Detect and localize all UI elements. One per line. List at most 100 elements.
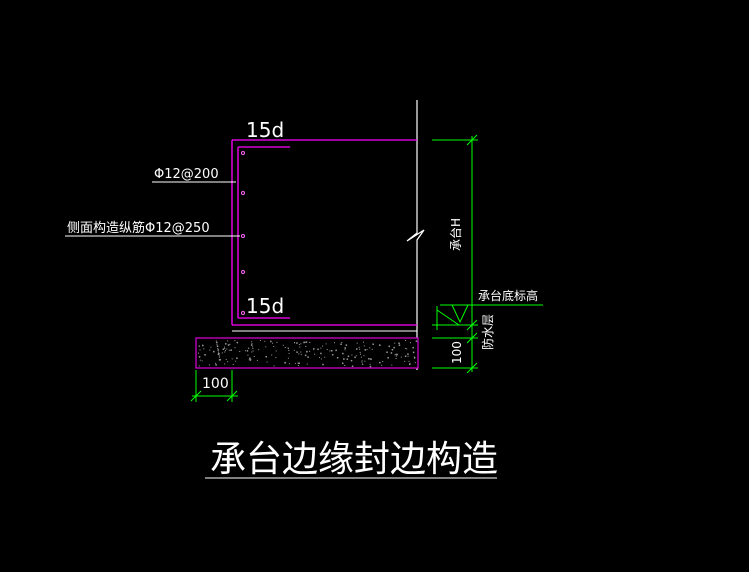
pad-speckle-dot bbox=[218, 356, 220, 358]
pad-speckle-dot bbox=[309, 342, 311, 343]
pad-speckle-dot bbox=[224, 363, 226, 365]
pad-speckle-dot bbox=[209, 349, 211, 351]
pad-speckle-dot bbox=[282, 344, 284, 346]
pad-speckle-dot bbox=[232, 363, 234, 365]
bedding-pad-speckle bbox=[198, 340, 418, 368]
pad-speckle-dot bbox=[210, 346, 212, 348]
pad-speckle-dot bbox=[287, 357, 289, 359]
pad-speckle-dot bbox=[259, 340, 261, 341]
pad-speckle-dot bbox=[393, 346, 395, 349]
pad-speckle-dot bbox=[387, 357, 389, 359]
pad-speckle-dot bbox=[236, 357, 238, 359]
pad-speckle-dot bbox=[275, 357, 277, 359]
pad-speckle-dot bbox=[395, 353, 397, 355]
pad-speckle-dot bbox=[347, 355, 350, 357]
rebar-dots bbox=[241, 151, 245, 315]
pad-speckle-dot bbox=[415, 340, 418, 342]
pad-speckle-dot bbox=[358, 346, 360, 348]
pad-speckle-dot bbox=[199, 359, 201, 361]
pad-speckle-dot bbox=[265, 356, 267, 358]
pad-speckle-dot bbox=[413, 356, 415, 358]
pad-speckle-dot bbox=[306, 351, 308, 353]
pad-speckle-dot bbox=[247, 347, 249, 349]
pad-speckle-dot bbox=[407, 353, 409, 355]
drawing-title: 承台边缘封边构造 bbox=[210, 439, 498, 480]
pad-speckle-dot bbox=[346, 358, 349, 360]
pad-speckle-dot bbox=[288, 350, 290, 351]
pad-speckle-dot bbox=[344, 347, 346, 349]
pad-speckle-dot bbox=[288, 352, 290, 354]
pad-speckle-dot bbox=[304, 354, 307, 357]
pad-speckle-dot bbox=[251, 351, 253, 353]
pad-speckle-dot bbox=[322, 345, 324, 347]
pad-speckle-dot bbox=[404, 355, 407, 357]
pad-speckle-dot bbox=[394, 342, 396, 344]
pad-speckle-dot bbox=[360, 356, 362, 358]
pad-speckle-dot bbox=[224, 348, 226, 350]
pad-speckle-dot bbox=[305, 341, 308, 343]
pad-speckle-dot bbox=[414, 362, 416, 364]
pad-speckle-dot bbox=[345, 344, 348, 346]
pad-speckle-dot bbox=[199, 349, 201, 351]
pad-speckle-dot bbox=[225, 343, 227, 345]
dim-tick bbox=[226, 390, 238, 402]
horizontal-dimension bbox=[190, 370, 238, 402]
pad-speckle-dot bbox=[313, 348, 315, 350]
pad-speckle-dot bbox=[300, 343, 302, 345]
pad-speckle-dot bbox=[369, 365, 372, 368]
pad-speckle-dot bbox=[198, 345, 200, 347]
pad-speckle-dot bbox=[275, 350, 277, 352]
pad-speckle-dot bbox=[216, 345, 219, 347]
pad-speckle-dot bbox=[409, 363, 411, 365]
pad-speckle-dot bbox=[246, 350, 249, 352]
pad-speckle-dot bbox=[230, 349, 232, 351]
pad-speckle-dot bbox=[248, 359, 250, 361]
pad-speckle-dot bbox=[366, 349, 368, 351]
cap-thickness-label: 承台H bbox=[448, 218, 463, 251]
pad-speckle-dot bbox=[331, 354, 334, 356]
pad-speckle-dot bbox=[222, 348, 225, 350]
pad-speckle-dot bbox=[307, 356, 309, 358]
pad-speckle-dot bbox=[284, 362, 286, 364]
pad-speckle-dot bbox=[404, 360, 406, 362]
pad-speckle-dot bbox=[372, 343, 374, 345]
pad-speckle-dot bbox=[379, 361, 381, 364]
pad-speckle-dot bbox=[369, 363, 371, 365]
pad-speckle-dot bbox=[371, 348, 373, 350]
pad-speckle-dot bbox=[359, 351, 361, 353]
pad-speckle-dot bbox=[305, 346, 307, 347]
pad-speckle-dot bbox=[359, 348, 361, 350]
pad-speckle-dot bbox=[350, 359, 353, 362]
pad-speckle-dot bbox=[408, 360, 410, 362]
pad-speckle-dot bbox=[360, 353, 361, 355]
pad-speckle-dot bbox=[379, 344, 380, 346]
pad-speckle-dot bbox=[213, 350, 215, 353]
pad-speckle-dot bbox=[344, 365, 346, 366]
pad-speckle-dot bbox=[363, 355, 365, 357]
pad-speckle-dot bbox=[231, 358, 233, 360]
pad-speckle-dot bbox=[198, 345, 200, 347]
pad-speckle-dot bbox=[388, 345, 390, 348]
pad-speckle-dot bbox=[334, 342, 335, 344]
pad-speckle-dot bbox=[395, 355, 397, 357]
pad-speckle-dot bbox=[361, 360, 363, 362]
pad-speckle-dot bbox=[361, 361, 363, 363]
pad-speckle-dot bbox=[361, 363, 363, 365]
pad-speckle-dot bbox=[235, 360, 237, 362]
waterproof-arrow-diag bbox=[436, 309, 460, 326]
pad-speckle-dot bbox=[355, 355, 357, 357]
pad-speckle-dot bbox=[319, 357, 320, 358]
pad-speckle-dot bbox=[400, 356, 402, 358]
pad-speckle-dot bbox=[250, 344, 253, 346]
top-anchor-label: 15d bbox=[246, 118, 284, 142]
pad-speckle-dot bbox=[363, 345, 365, 347]
rebar-dot bbox=[241, 151, 245, 155]
dim-tick bbox=[466, 134, 478, 146]
pad-speckle-dot bbox=[234, 340, 236, 342]
pad-speckle-dot bbox=[250, 358, 252, 360]
pad-speckle-dot bbox=[413, 357, 416, 359]
pad-speckle-dot bbox=[320, 347, 322, 349]
pad-speckle-dot bbox=[351, 354, 353, 356]
pad-speckle-dot bbox=[198, 352, 199, 354]
pad-speckle-dot bbox=[369, 347, 371, 349]
